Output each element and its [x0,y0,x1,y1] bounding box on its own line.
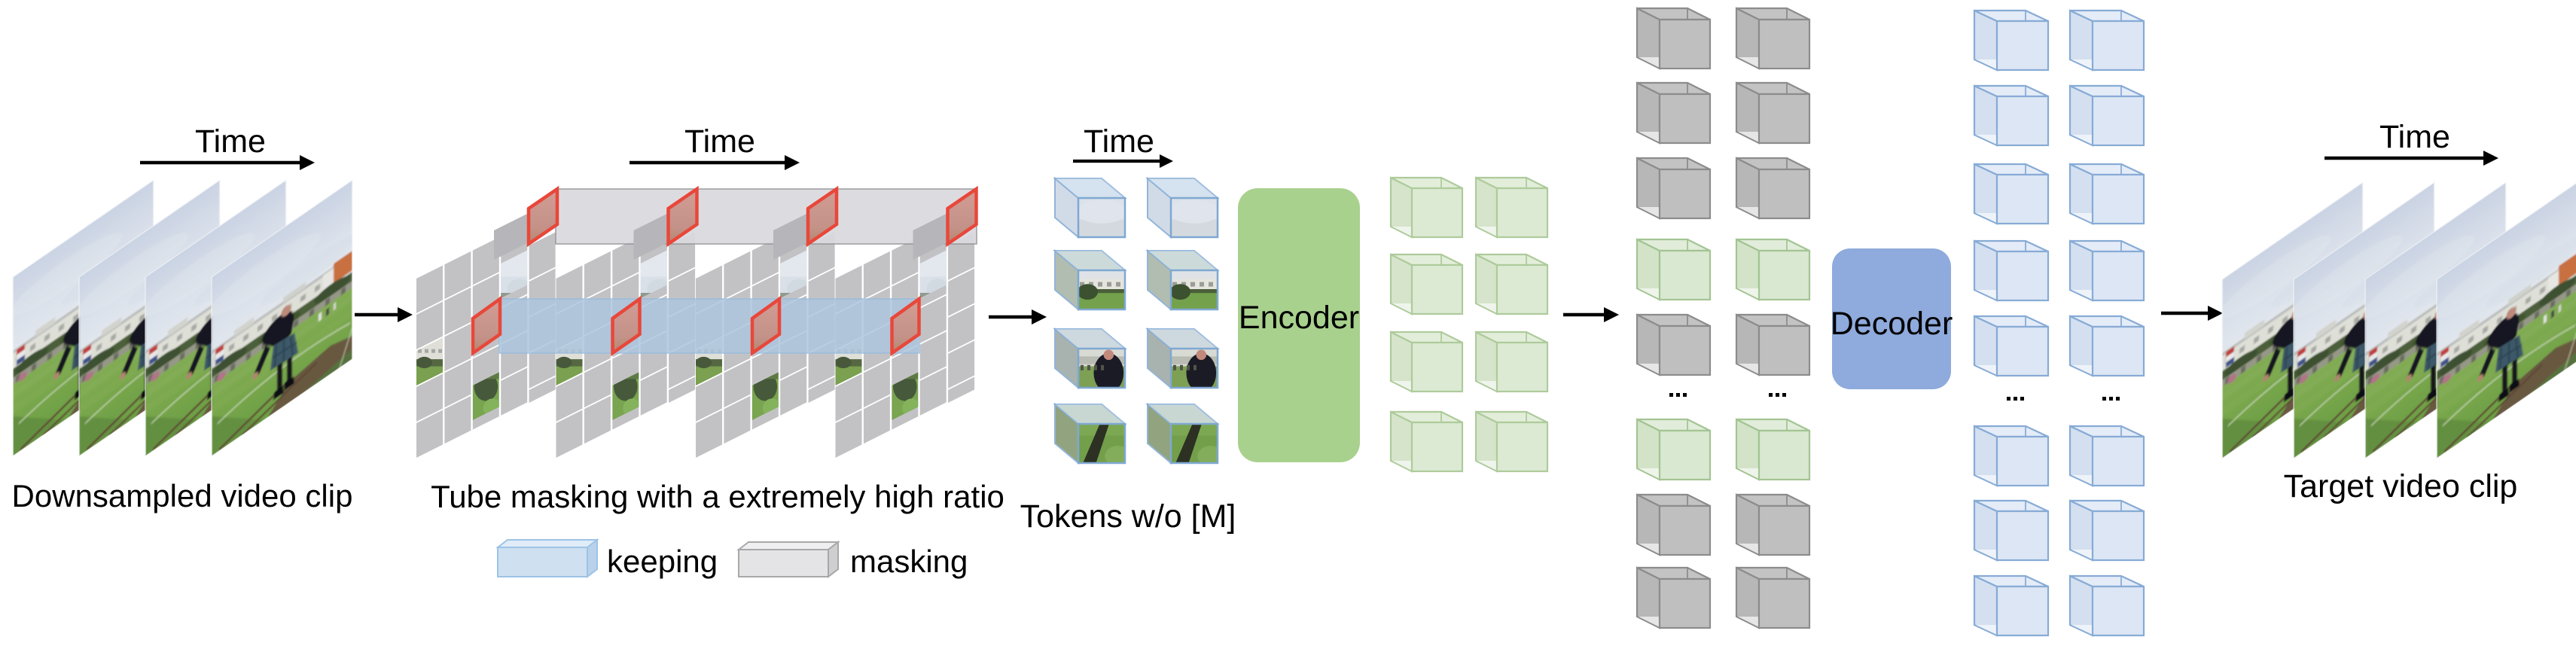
svg-text:Decoder: Decoder [1831,306,1953,342]
svg-text:masking: masking [850,544,968,579]
svg-text:Target video clip: Target video clip [2284,468,2518,504]
svg-text:Tube masking with a extremely: Tube masking with a extremely high ratio [431,479,1004,514]
svg-text:Downsampled video clip: Downsampled video clip [12,478,353,513]
svg-text:Tokens w/o [M]: Tokens w/o [M] [1020,498,1236,535]
svg-text:keeping: keeping [607,544,718,579]
svg-text:Time: Time [2379,119,2450,155]
svg-text:Time: Time [1084,123,1154,160]
svg-text:Time: Time [684,123,755,160]
svg-text:Time: Time [195,123,266,160]
svg-text:Encoder: Encoder [1239,300,1359,336]
